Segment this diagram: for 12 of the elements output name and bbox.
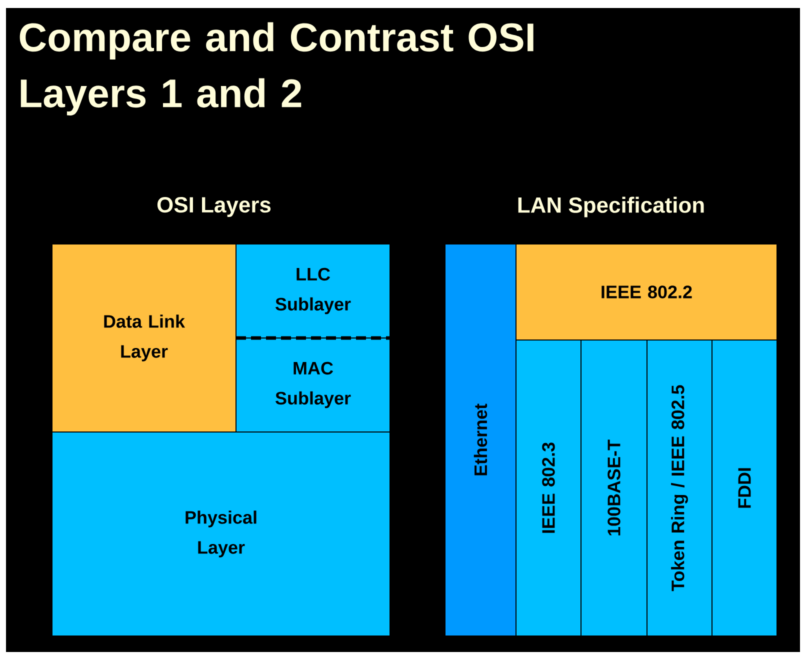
standard-column: FDDI (712, 340, 778, 636)
column-heading: OSI Layers (157, 197, 271, 217)
standard-column: IEEE 802.3 (516, 340, 582, 636)
layer-box: LLC Sublayer (236, 244, 390, 338)
layer-box: IEEE 802.2 (516, 244, 778, 340)
layer-box: MAC Sublayer (236, 338, 390, 432)
standard-column: Ethernet (444, 244, 516, 636)
standard-column: Token Ring / IEEE 802.5 (646, 340, 712, 636)
column-heading: LAN Specification (518, 196, 704, 218)
title: Compare and Contrast OSI Layers 1 and 2 (20, 22, 534, 116)
layer-box: Data Link Layer (52, 244, 236, 432)
standard-column: 100BASE-T (580, 340, 648, 636)
